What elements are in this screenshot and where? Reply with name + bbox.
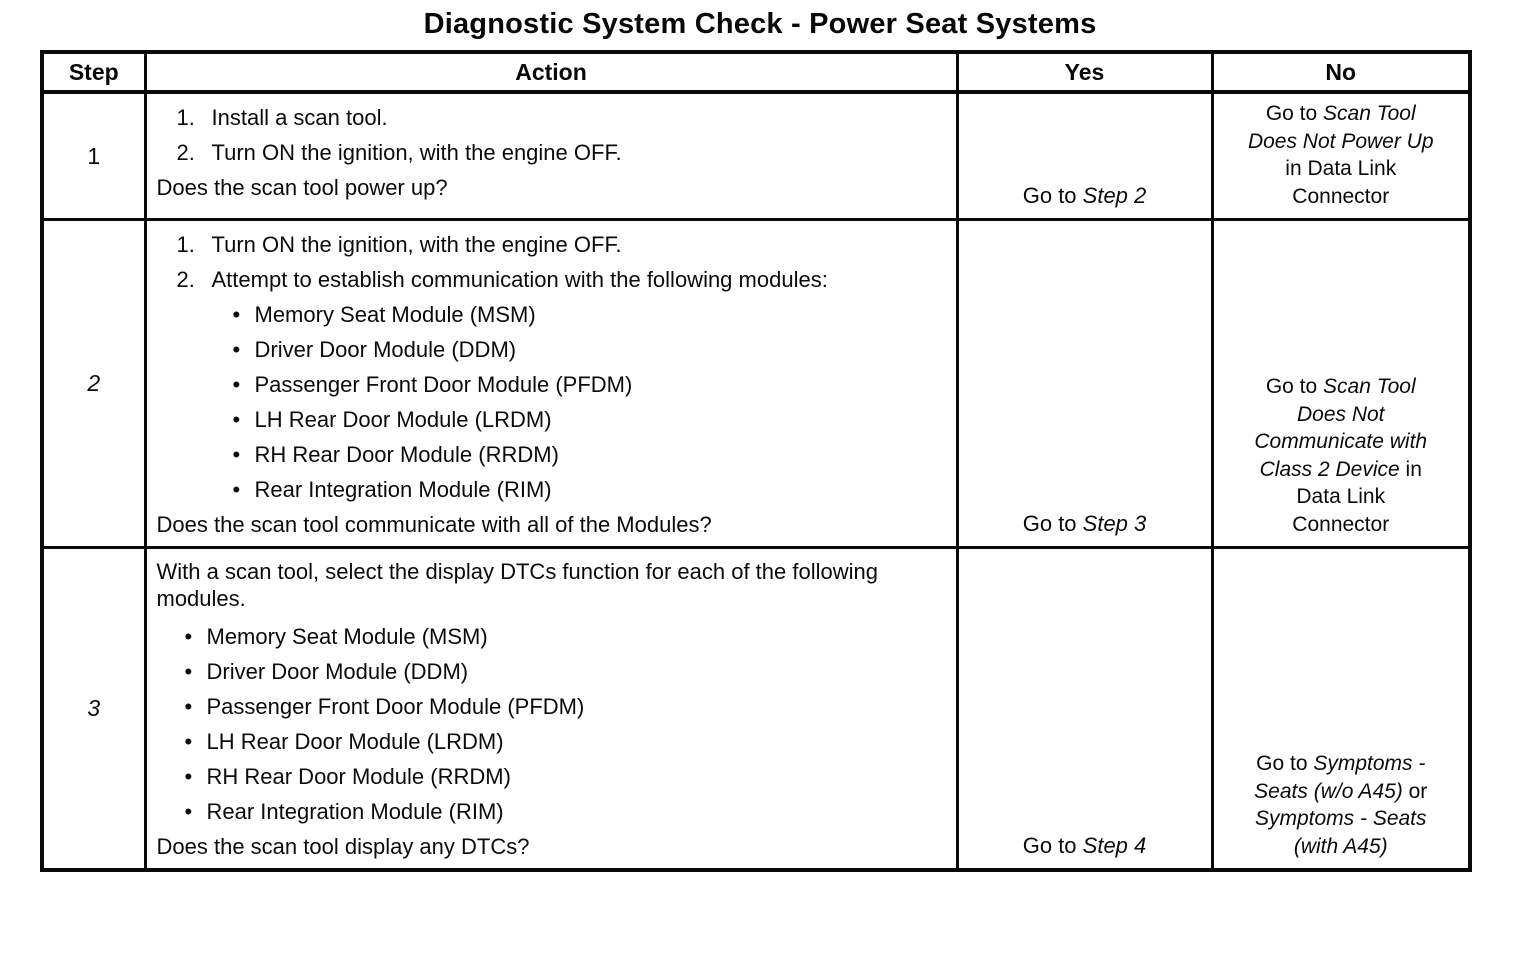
- column-header-yes: Yes: [955, 50, 1214, 94]
- action-question: Does the scan tool power up?: [156, 175, 448, 200]
- bullet-icon: •: [232, 442, 241, 467]
- yes-cell: Go to Step 2: [955, 90, 1214, 221]
- text-segment: Does Not Power Up: [1247, 129, 1434, 153]
- item-number: 2.: [176, 267, 195, 292]
- action-bullet-item: •Passenger Front Door Module (PFDM): [157, 689, 946, 724]
- step-number: 2: [87, 370, 101, 396]
- action-bullet-item: •Rear Integration Module (RIM): [157, 472, 946, 507]
- action-numbered-item: 1.Install a scan tool.: [157, 100, 946, 135]
- bullet-icon: •: [184, 764, 193, 789]
- text-segment: Scan Tool: [1323, 102, 1416, 125]
- text-segment: Data Link: [1296, 485, 1386, 508]
- yes-cell: Go to Step 4: [955, 546, 1214, 872]
- action-cell: With a scan tool, select the display DTC…: [143, 546, 959, 872]
- text-segment: Does Not: [1296, 402, 1385, 426]
- text-segment: or: [1402, 779, 1428, 803]
- action-question: Does the scan tool display any DTCs?: [156, 834, 530, 859]
- action-bullet-item: •Memory Seat Module (MSM): [157, 297, 946, 332]
- page-title: Diagnostic System Check - Power Seat Sys…: [423, 8, 1097, 40]
- action-paragraph: With a scan tool, select the display DTC…: [156, 559, 878, 611]
- bullet-icon: •: [184, 694, 193, 719]
- bullet-icon: •: [232, 372, 241, 397]
- bullet-icon: •: [232, 337, 241, 362]
- text-segment: Go to: [1265, 375, 1324, 398]
- text-segment: Step 3: [1082, 511, 1147, 536]
- action-cell: 1.Turn ON the ignition, with the engine …: [143, 218, 959, 549]
- bullet-icon: •: [232, 477, 241, 502]
- action-bullet-item: •Driver Door Module (DDM): [157, 654, 946, 689]
- step-cell: 3: [40, 546, 147, 872]
- text-segment: Go to: [1022, 511, 1083, 536]
- text-segment: (with A45): [1293, 834, 1388, 858]
- text-segment: Go to: [1256, 752, 1314, 775]
- bullet-icon: •: [184, 624, 193, 649]
- action-bullet-item: •Passenger Front Door Module (PFDM): [157, 367, 946, 402]
- text-segment: Go to: [1022, 833, 1083, 858]
- action-numbered-item: 2.Turn ON the ignition, with the engine …: [157, 135, 946, 170]
- text-segment: in: [1399, 457, 1422, 481]
- yes-cell: Go to Step 3: [955, 218, 1214, 549]
- table-row: 1 1.Install a scan tool.2.Turn ON the ign…: [40, 90, 1472, 221]
- step-cell: 2: [40, 218, 147, 549]
- item-number: 2.: [176, 140, 195, 165]
- diagnostic-table: Step Action Yes No 1 1.Install a scan too…: [40, 50, 1472, 872]
- text-segment: Connector: [1292, 184, 1390, 208]
- step-cell: 1: [40, 90, 147, 221]
- item-number: 1.: [176, 232, 195, 257]
- action-bullet-item: •Memory Seat Module (MSM): [157, 619, 946, 654]
- column-header-no: No: [1210, 50, 1472, 94]
- bullet-icon: •: [232, 302, 241, 327]
- text-segment: Communicate with: [1254, 430, 1428, 453]
- action-bullet-item: •RH Rear Door Module (RRDM): [157, 759, 946, 794]
- text-segment: Step 4: [1082, 833, 1147, 858]
- step-number: 3: [87, 695, 101, 721]
- action-cell: 1.Install a scan tool.2.Turn ON the igni…: [143, 90, 959, 221]
- bullet-icon: •: [184, 659, 193, 684]
- text-segment: in Data Link: [1285, 157, 1397, 180]
- bullet-icon: •: [184, 799, 193, 824]
- action-bullet-item: •LH Rear Door Module (LRDM): [157, 402, 946, 437]
- action-numbered-item: 2.Attempt to establish communication wit…: [157, 262, 946, 297]
- text-segment: Scan Tool: [1323, 375, 1416, 398]
- bullet-icon: •: [184, 729, 193, 754]
- bullet-icon: •: [232, 407, 241, 432]
- table-row: 2 1.Turn ON the ignition, with the engine…: [40, 218, 1472, 549]
- text-segment: Go to: [1022, 183, 1083, 208]
- column-header-action: Action: [143, 50, 959, 94]
- text-segment: Connector: [1292, 512, 1390, 536]
- table-row: 3 With a scan tool, select the display DT…: [40, 546, 1472, 872]
- action-bullet-item: •RH Rear Door Module (RRDM): [157, 437, 946, 472]
- action-question: Does the scan tool communicate with all …: [156, 512, 712, 537]
- action-bullet-item: •LH Rear Door Module (LRDM): [157, 724, 946, 759]
- step-number: 1: [87, 142, 101, 169]
- text-segment: Go to: [1265, 102, 1324, 125]
- text-segment: Step 2: [1082, 183, 1147, 208]
- text-segment: Symptoms - Seats: [1254, 807, 1427, 830]
- column-header-step: Step: [40, 50, 147, 94]
- action-bullet-item: •Driver Door Module (DDM): [157, 332, 946, 367]
- table-header-row: Step Action Yes No: [40, 50, 1472, 94]
- item-number: 1.: [176, 105, 195, 130]
- text-segment: Class 2 Device: [1259, 457, 1400, 481]
- text-segment: Symptoms -: [1313, 752, 1426, 775]
- text-segment: Seats (w/o A45): [1254, 779, 1403, 803]
- action-numbered-item: 1.Turn ON the ignition, with the engine …: [157, 227, 946, 262]
- action-bullet-item: •Rear Integration Module (RIM): [157, 794, 946, 829]
